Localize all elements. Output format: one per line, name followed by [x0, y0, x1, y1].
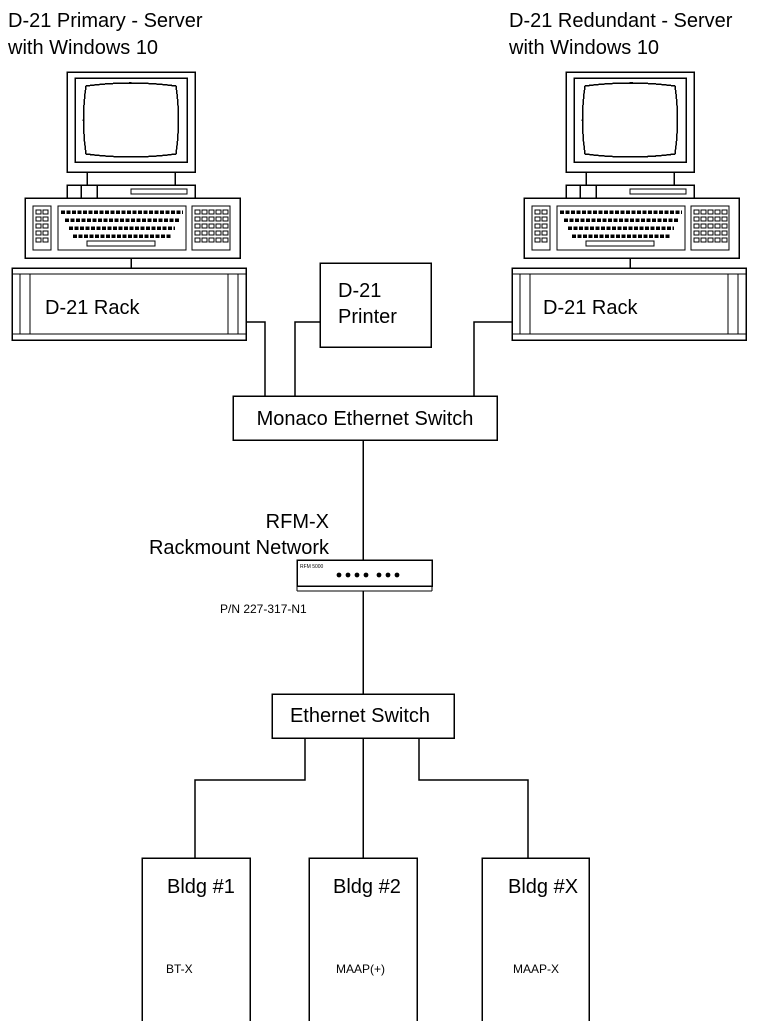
monaco-switch-box [232, 395, 498, 441]
ethernet-switch-box [271, 693, 455, 739]
rack-switch-connectors [246, 321, 512, 396]
building-2: Bldg #2 MAAP(+) [308, 857, 418, 1021]
rfm-part-number: P/N 227-317-N1 [220, 602, 307, 616]
redundant-server-title: D-21 Redundant - Server [509, 10, 733, 32]
primary-computer-icon [66, 71, 196, 207]
primary-keyboard-icon [23, 196, 242, 260]
primary-rack-label: D-21 Rack [45, 297, 140, 319]
building-name: Bldg #1 [167, 876, 235, 898]
rfm-title: RFM-X [266, 511, 329, 533]
primary-server-title: D-21 Primary - Server [8, 10, 203, 32]
redundant-keyboard-icon [522, 196, 741, 260]
ethernet-switch-label: Ethernet Switch [290, 705, 430, 727]
printer-box [319, 262, 432, 348]
rfm-status-leds [336, 572, 400, 578]
primary-server-subtitle: with Windows 10 [7, 37, 158, 59]
switch-building-connectors [194, 738, 529, 858]
rfm-subtitle: Rackmount Network [149, 537, 330, 559]
rfm-device-icon: RFM 5000 [296, 559, 433, 592]
building-1: Bldg #1 BT-X [141, 857, 251, 1021]
redundant-rack-label: D-21 Rack [543, 297, 638, 319]
printer-label-line2: Printer [338, 306, 397, 328]
building-device: BT-X [166, 962, 193, 976]
building-name: Bldg #X [508, 876, 578, 898]
printer-label-line1: D-21 [338, 280, 381, 302]
building-name: Bldg #2 [333, 876, 401, 898]
monaco-switch-label: Monaco Ethernet Switch [257, 408, 474, 430]
building-x: Bldg #X MAAP-X [481, 857, 590, 1021]
rfm-faceplate-label: RFM 5000 [300, 564, 324, 570]
redundant-computer-icon [565, 71, 695, 207]
redundant-server-subtitle: with Windows 10 [508, 37, 659, 59]
building-device: MAAP(+) [336, 962, 385, 976]
building-device: MAAP-X [513, 962, 559, 976]
